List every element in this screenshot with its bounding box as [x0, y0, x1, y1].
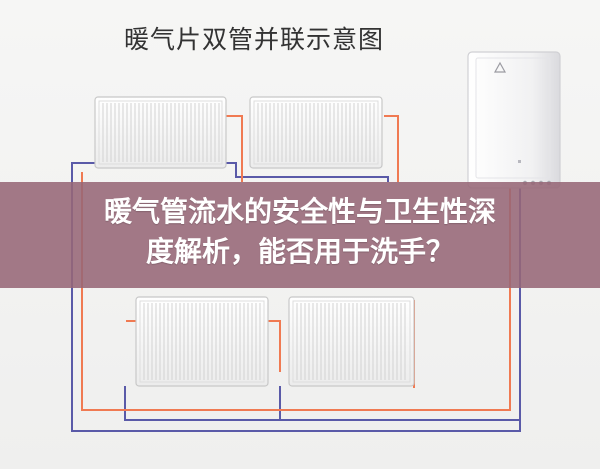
- banner-line-2: 度解析，能否用于洗手？: [145, 235, 454, 268]
- boiler-unit: [467, 51, 561, 189]
- article-banner: 暖气管流水的安全性与卫生性深 度解析，能否用于洗手？: [0, 182, 600, 288]
- radiator-top-left: [94, 96, 227, 169]
- radiator-bottom-left: [135, 296, 269, 387]
- supply-branch-top-left: [226, 115, 243, 182]
- supply-branch-lower-mid: [264, 320, 281, 372]
- return-branch-lower-left: [124, 386, 281, 421]
- banner-line-1: 暖气管流水的安全性与卫生性深: [103, 195, 496, 228]
- radiator-top-right: [249, 96, 383, 169]
- diagram-title: 暖气片双管并联示意图: [124, 25, 385, 54]
- supply-pipe: [81, 172, 511, 411]
- supply-branch-top-right: [384, 115, 399, 182]
- radiator-bottom-right: [288, 296, 415, 387]
